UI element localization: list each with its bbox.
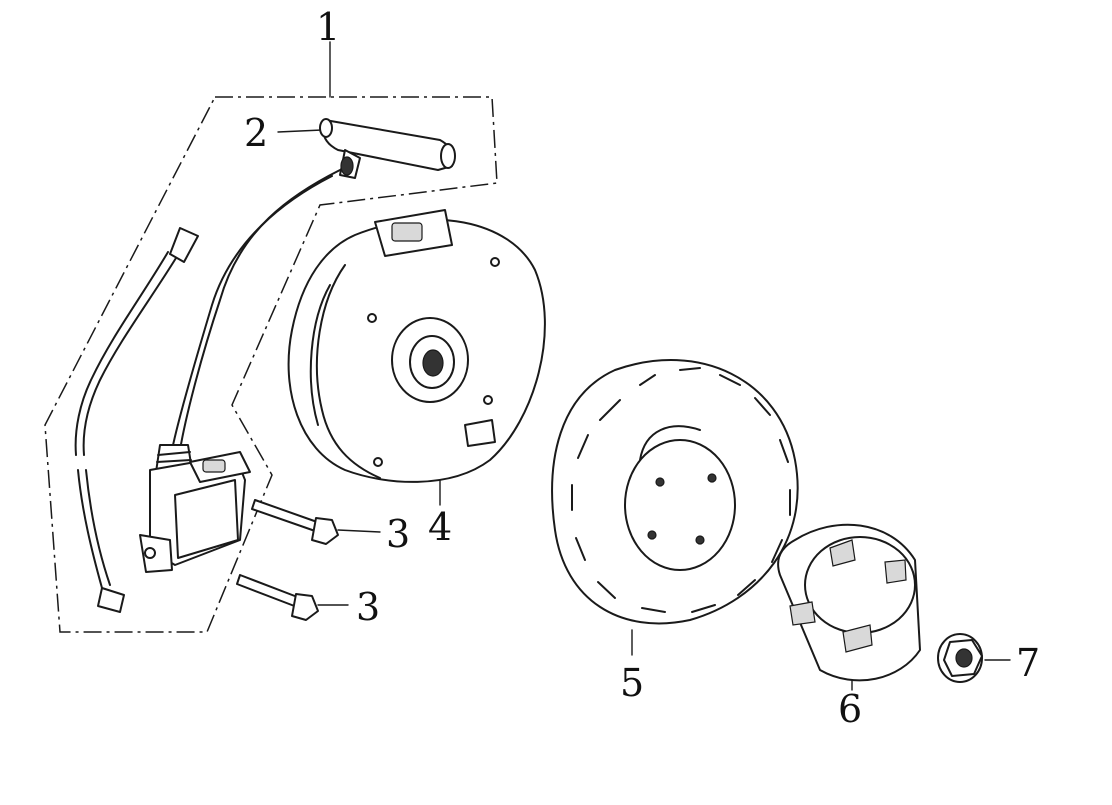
mounting-bolt-upper — [251, 499, 339, 545]
ignition-coil — [139, 444, 251, 573]
high-tension-lead — [171, 169, 341, 451]
ground-wire — [74, 227, 199, 613]
cooling-fan — [551, 359, 799, 625]
callout-2: 2 — [244, 111, 268, 155]
starter-cup — [777, 523, 921, 682]
callout-4: 4 — [428, 505, 452, 549]
callout-7: 7 — [1016, 641, 1040, 685]
spark-plug-cap — [319, 118, 456, 179]
leader-lines — [277, 41, 1011, 691]
mounting-bolt-lower — [236, 574, 319, 621]
callout-labels: 1 2 3 3 4 5 6 7 — [244, 5, 1040, 731]
callout-6: 6 — [838, 687, 862, 731]
flange-nut — [937, 633, 983, 683]
callout-3-upper: 3 — [386, 512, 410, 556]
callout-1: 1 — [316, 5, 340, 49]
assembly-group-outline — [44, 96, 498, 633]
callout-3-lower: 3 — [356, 585, 380, 629]
callout-5: 5 — [620, 661, 644, 705]
flywheel — [287, 209, 546, 483]
